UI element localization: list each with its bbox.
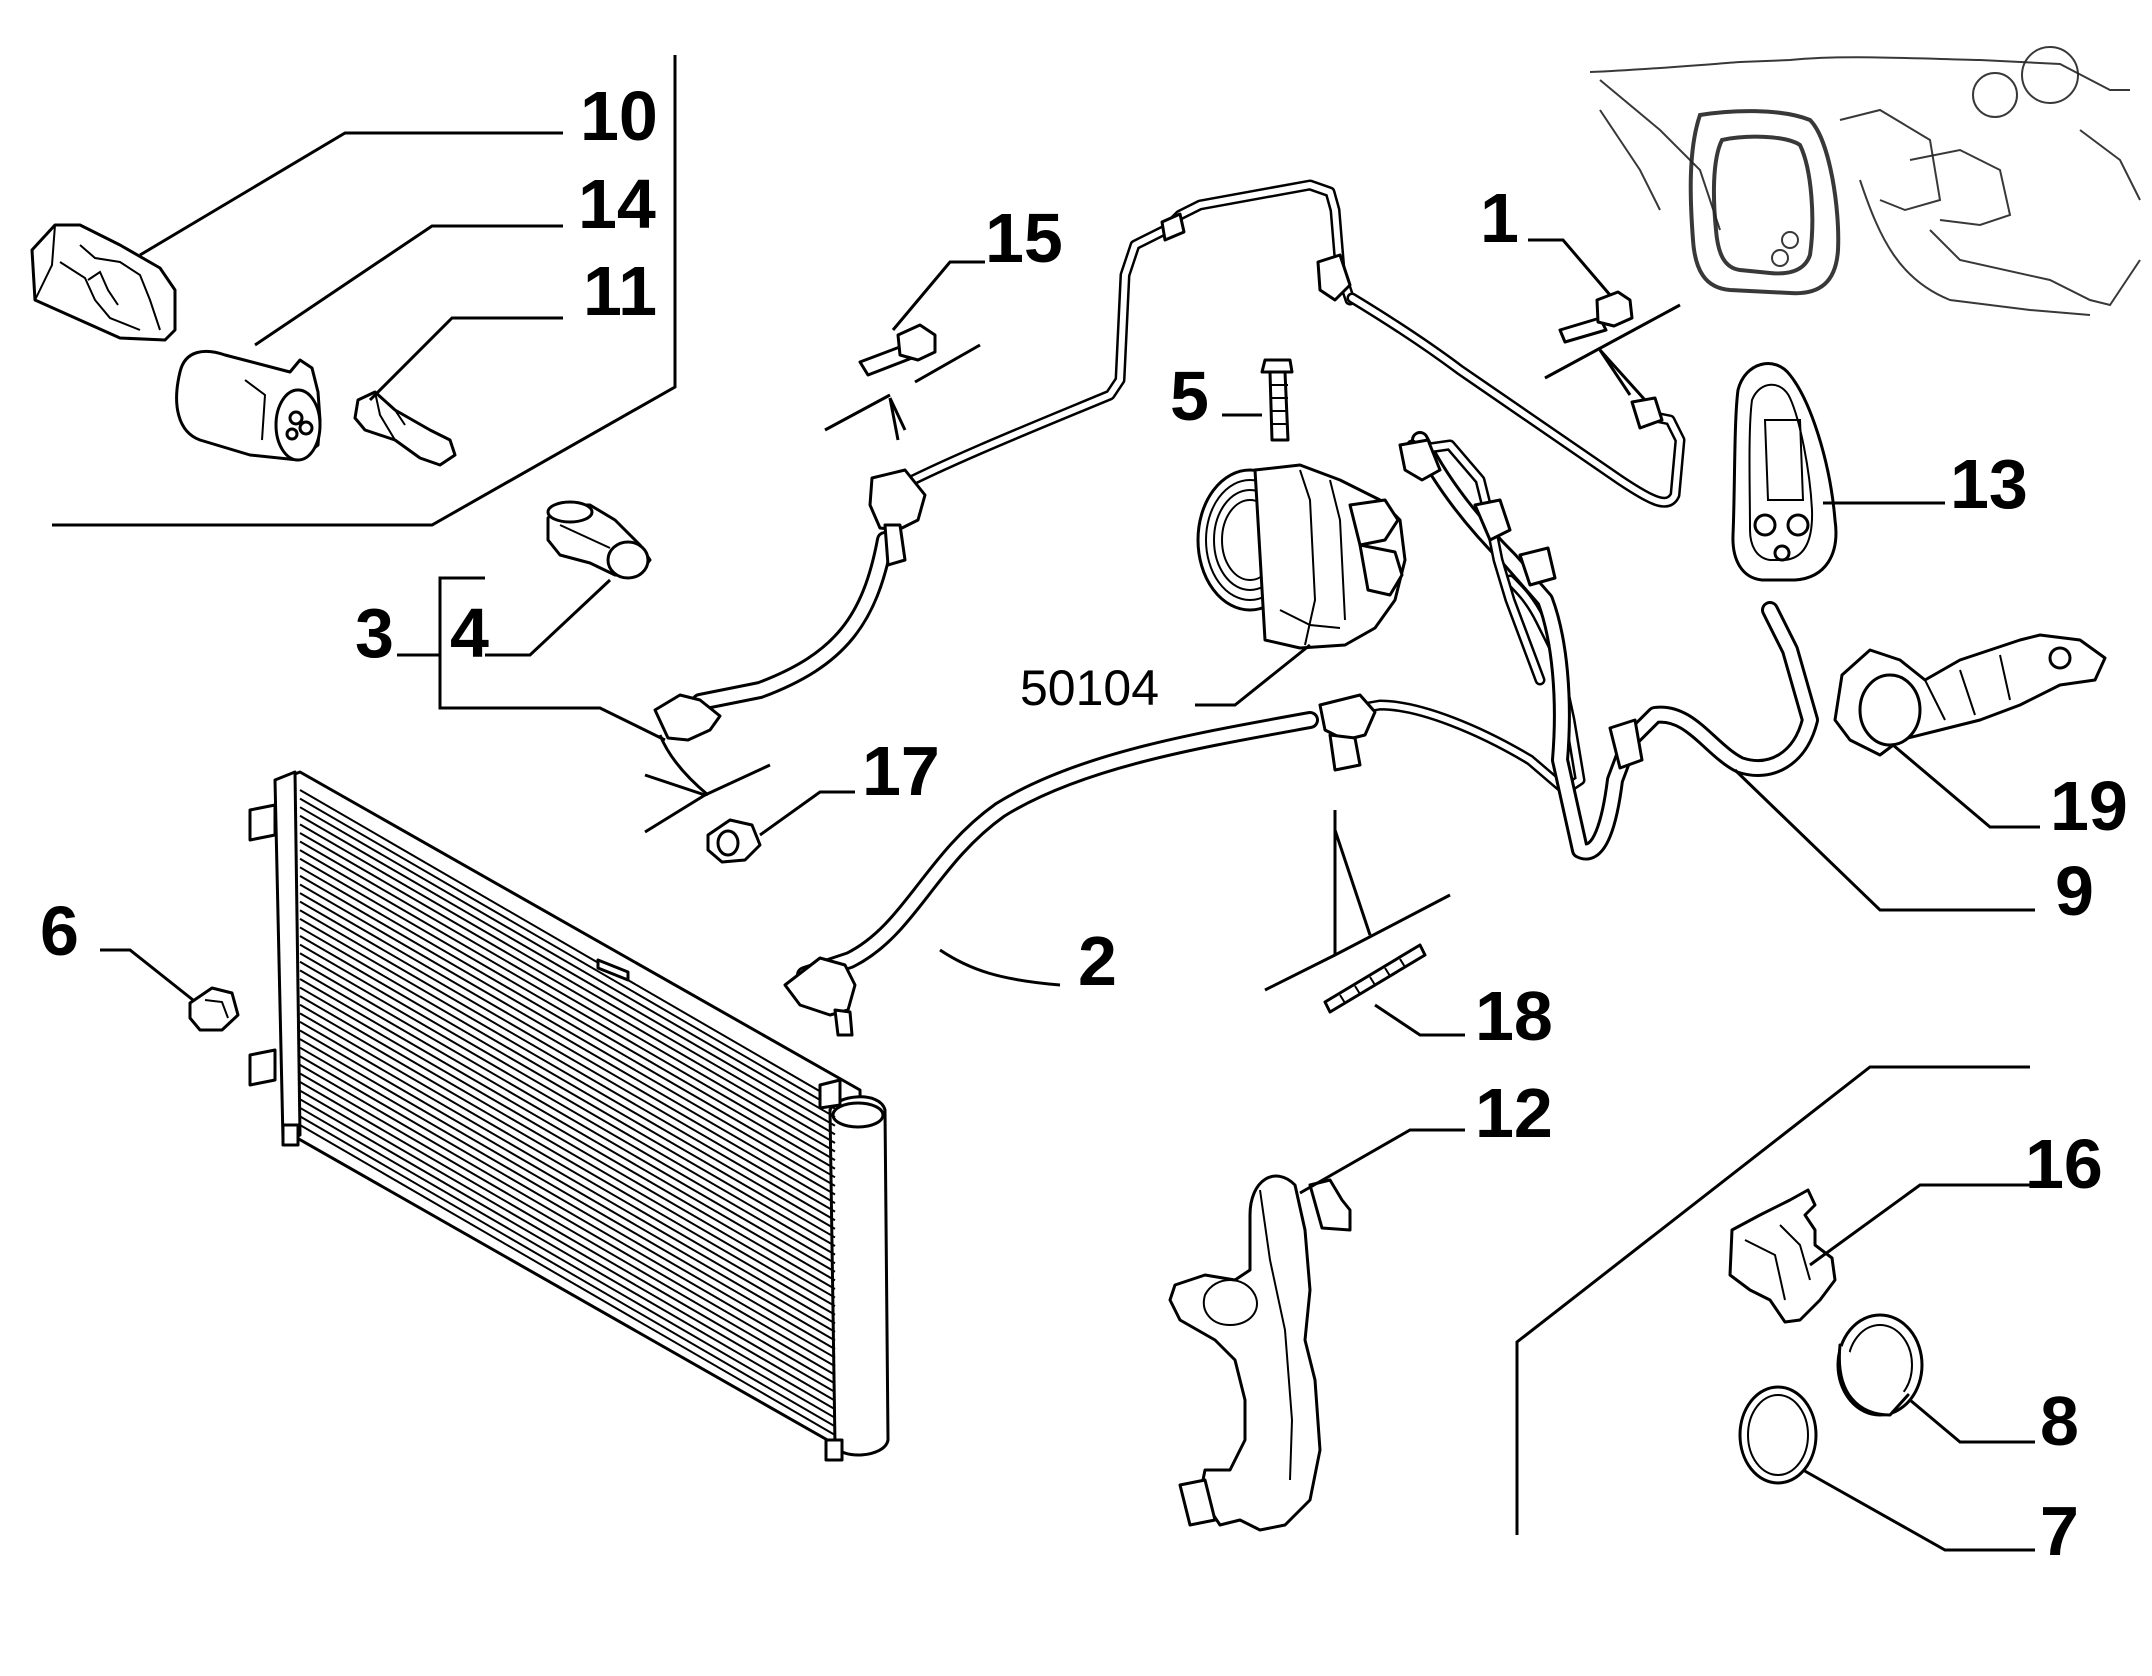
condenser-tank-cap — [831, 1101, 885, 1129]
callout-15: 15 — [985, 199, 1063, 277]
callout-16: 16 — [2025, 1125, 2103, 1203]
condenser-fin — [299, 1106, 836, 1419]
condenser-fin — [299, 995, 836, 1308]
condenser-tab — [281, 1123, 300, 1147]
condenser-fin — [299, 1072, 836, 1385]
callout-12: 12 — [1475, 1074, 1553, 1152]
condenser-fin — [299, 935, 836, 1247]
part-9-hose — [1398, 431, 2035, 912]
condenser-fin — [299, 969, 836, 1282]
condenser-left-tank — [273, 770, 302, 1142]
callout-9: 9 — [2055, 852, 2094, 930]
condenser-fin — [299, 823, 836, 1136]
callout-6: 6 — [40, 892, 79, 970]
part-6-nut — [100, 948, 240, 1032]
part-14-connector — [175, 350, 322, 462]
part-10-clip-block — [30, 223, 177, 342]
condenser-fin — [299, 1021, 836, 1333]
callout-50104: 50104 — [1020, 660, 1159, 716]
condenser-fin — [299, 1064, 836, 1376]
part-7-seal — [1738, 1385, 2035, 1552]
condenser-tab — [248, 1048, 277, 1087]
callout-13: 13 — [1950, 445, 2028, 523]
part-4-pressure-switch — [546, 500, 652, 580]
part-3-bracket — [397, 576, 771, 834]
part-11-terminal — [353, 390, 457, 467]
callout-2: 2 — [1078, 922, 1117, 1000]
part-15-hose-line — [653, 179, 1356, 742]
part-15-bracket-lines — [824, 343, 981, 441]
condenser-fin — [299, 900, 836, 1213]
condenser-fin — [299, 986, 836, 1299]
part-condenser — [248, 770, 890, 1462]
part-1-pipe — [1346, 292, 1686, 508]
callout-3: 3 — [355, 594, 394, 672]
condenser-fin — [299, 1029, 836, 1342]
condenser-fin — [299, 943, 836, 1256]
part-8-ring — [1836, 1313, 2035, 1444]
part-16-clip — [1728, 1183, 2030, 1324]
part-2-hose — [783, 574, 1586, 1037]
condenser-fin — [299, 1089, 836, 1402]
condenser-fin — [299, 789, 836, 1101]
callout-labels: 10 14 11 15 1 5 13 3 4 50104 17 19 9 6 2… — [40, 77, 2128, 1570]
condenser-fin — [299, 960, 836, 1273]
callout-18: 18 — [1475, 977, 1553, 1055]
condenser-fin — [299, 857, 836, 1170]
condenser-fin — [299, 1081, 836, 1393]
condenser-fin — [299, 952, 836, 1265]
part-15-bolt — [858, 260, 985, 377]
callout-14: 14 — [578, 165, 656, 243]
condenser-fin — [299, 1012, 836, 1325]
callout-7: 7 — [2040, 1492, 2079, 1570]
condenser-fin — [299, 1124, 836, 1436]
callout-11: 11 — [583, 252, 657, 330]
condenser-fin — [299, 1115, 836, 1428]
condenser-fin — [299, 849, 836, 1161]
part-19-bracket — [1833, 633, 2107, 829]
part-13-gasket — [1731, 362, 1945, 582]
callout-4: 4 — [450, 594, 489, 672]
part-50104-compressor — [1195, 463, 1407, 707]
condenser-fin — [299, 883, 836, 1196]
condenser-fin — [299, 909, 836, 1222]
condenser-tab — [248, 803, 277, 842]
condenser-fin — [299, 1098, 836, 1411]
condenser-fin — [299, 978, 836, 1290]
condenser-fin — [299, 840, 836, 1153]
condenser-right-tank — [828, 1095, 890, 1457]
group-frame-top-left — [52, 55, 677, 527]
callout-10: 10 — [580, 77, 658, 155]
part-1-bolt — [1528, 238, 1681, 402]
condenser-fin — [299, 892, 836, 1204]
condenser-tab — [818, 1078, 842, 1110]
condenser-label-plate — [596, 958, 630, 982]
condenser-fin — [299, 797, 836, 1110]
condenser-fin — [299, 866, 836, 1179]
callout-1: 1 — [1480, 179, 1519, 257]
part-18-stud — [1264, 810, 1465, 1037]
callout-5: 5 — [1170, 357, 1209, 435]
callout-17: 17 — [862, 732, 940, 810]
group-frame-bottom-right — [1515, 1065, 2030, 1535]
condenser-fin — [299, 875, 836, 1187]
condenser-fin — [299, 1003, 836, 1316]
condenser-fin — [299, 806, 836, 1119]
part-12-bracket — [1168, 1128, 1465, 1532]
condenser-tab — [824, 1438, 844, 1462]
part-5-bolt — [1222, 358, 1294, 442]
condenser-fin — [299, 1055, 836, 1368]
callout-8: 8 — [2040, 1382, 2079, 1460]
engine-block — [1589, 46, 2141, 316]
condenser-fin — [299, 1038, 836, 1350]
condenser-fin — [299, 832, 836, 1144]
condenser-fin — [299, 926, 836, 1239]
callout-19: 19 — [2050, 767, 2128, 845]
part-17-nut — [706, 790, 855, 864]
condenser-fin — [299, 814, 836, 1127]
condenser-fin — [299, 1046, 836, 1359]
condenser-fin — [299, 917, 836, 1230]
